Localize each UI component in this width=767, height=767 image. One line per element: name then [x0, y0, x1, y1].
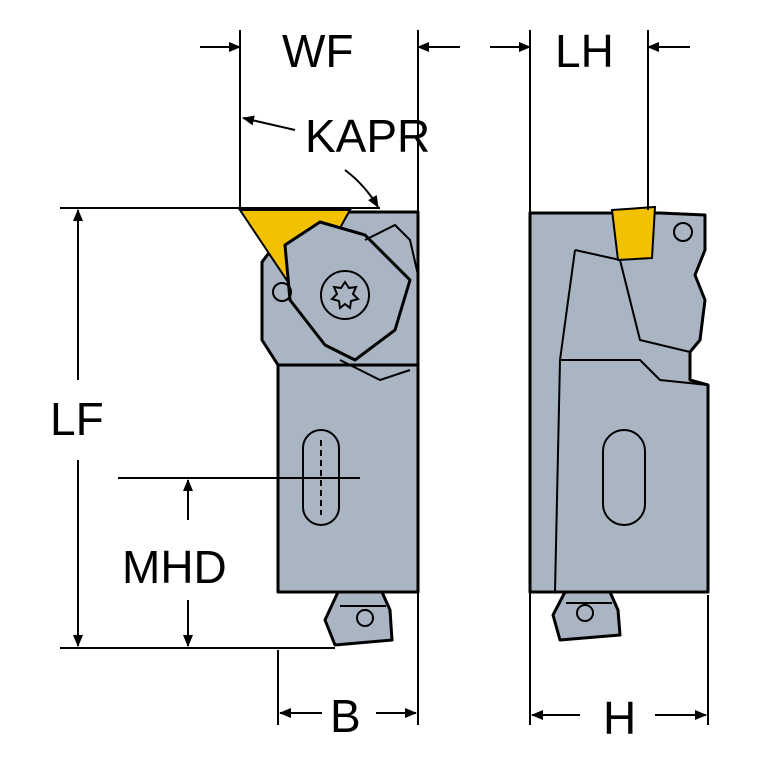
front-view-holder: [238, 209, 420, 647]
b-label: B: [330, 690, 361, 742]
side-body: [528, 211, 710, 594]
front-clamp: [283, 220, 412, 362]
front-knob: [323, 590, 394, 647]
lf-label: LF: [50, 393, 104, 445]
h-label: H: [603, 692, 636, 744]
side-insert: [610, 205, 657, 262]
front-screw: [320, 270, 370, 320]
lh-label: LH: [555, 25, 614, 77]
side-knob: [551, 590, 622, 642]
kapr-label: KAPR: [305, 110, 430, 162]
mhd-label: MHD: [122, 541, 227, 593]
torx-icon: [330, 280, 360, 310]
dimension-lines: [60, 30, 709, 725]
side-slot: [602, 429, 646, 526]
wf-label: WF: [282, 25, 354, 77]
side-view-holder: [528, 205, 710, 642]
